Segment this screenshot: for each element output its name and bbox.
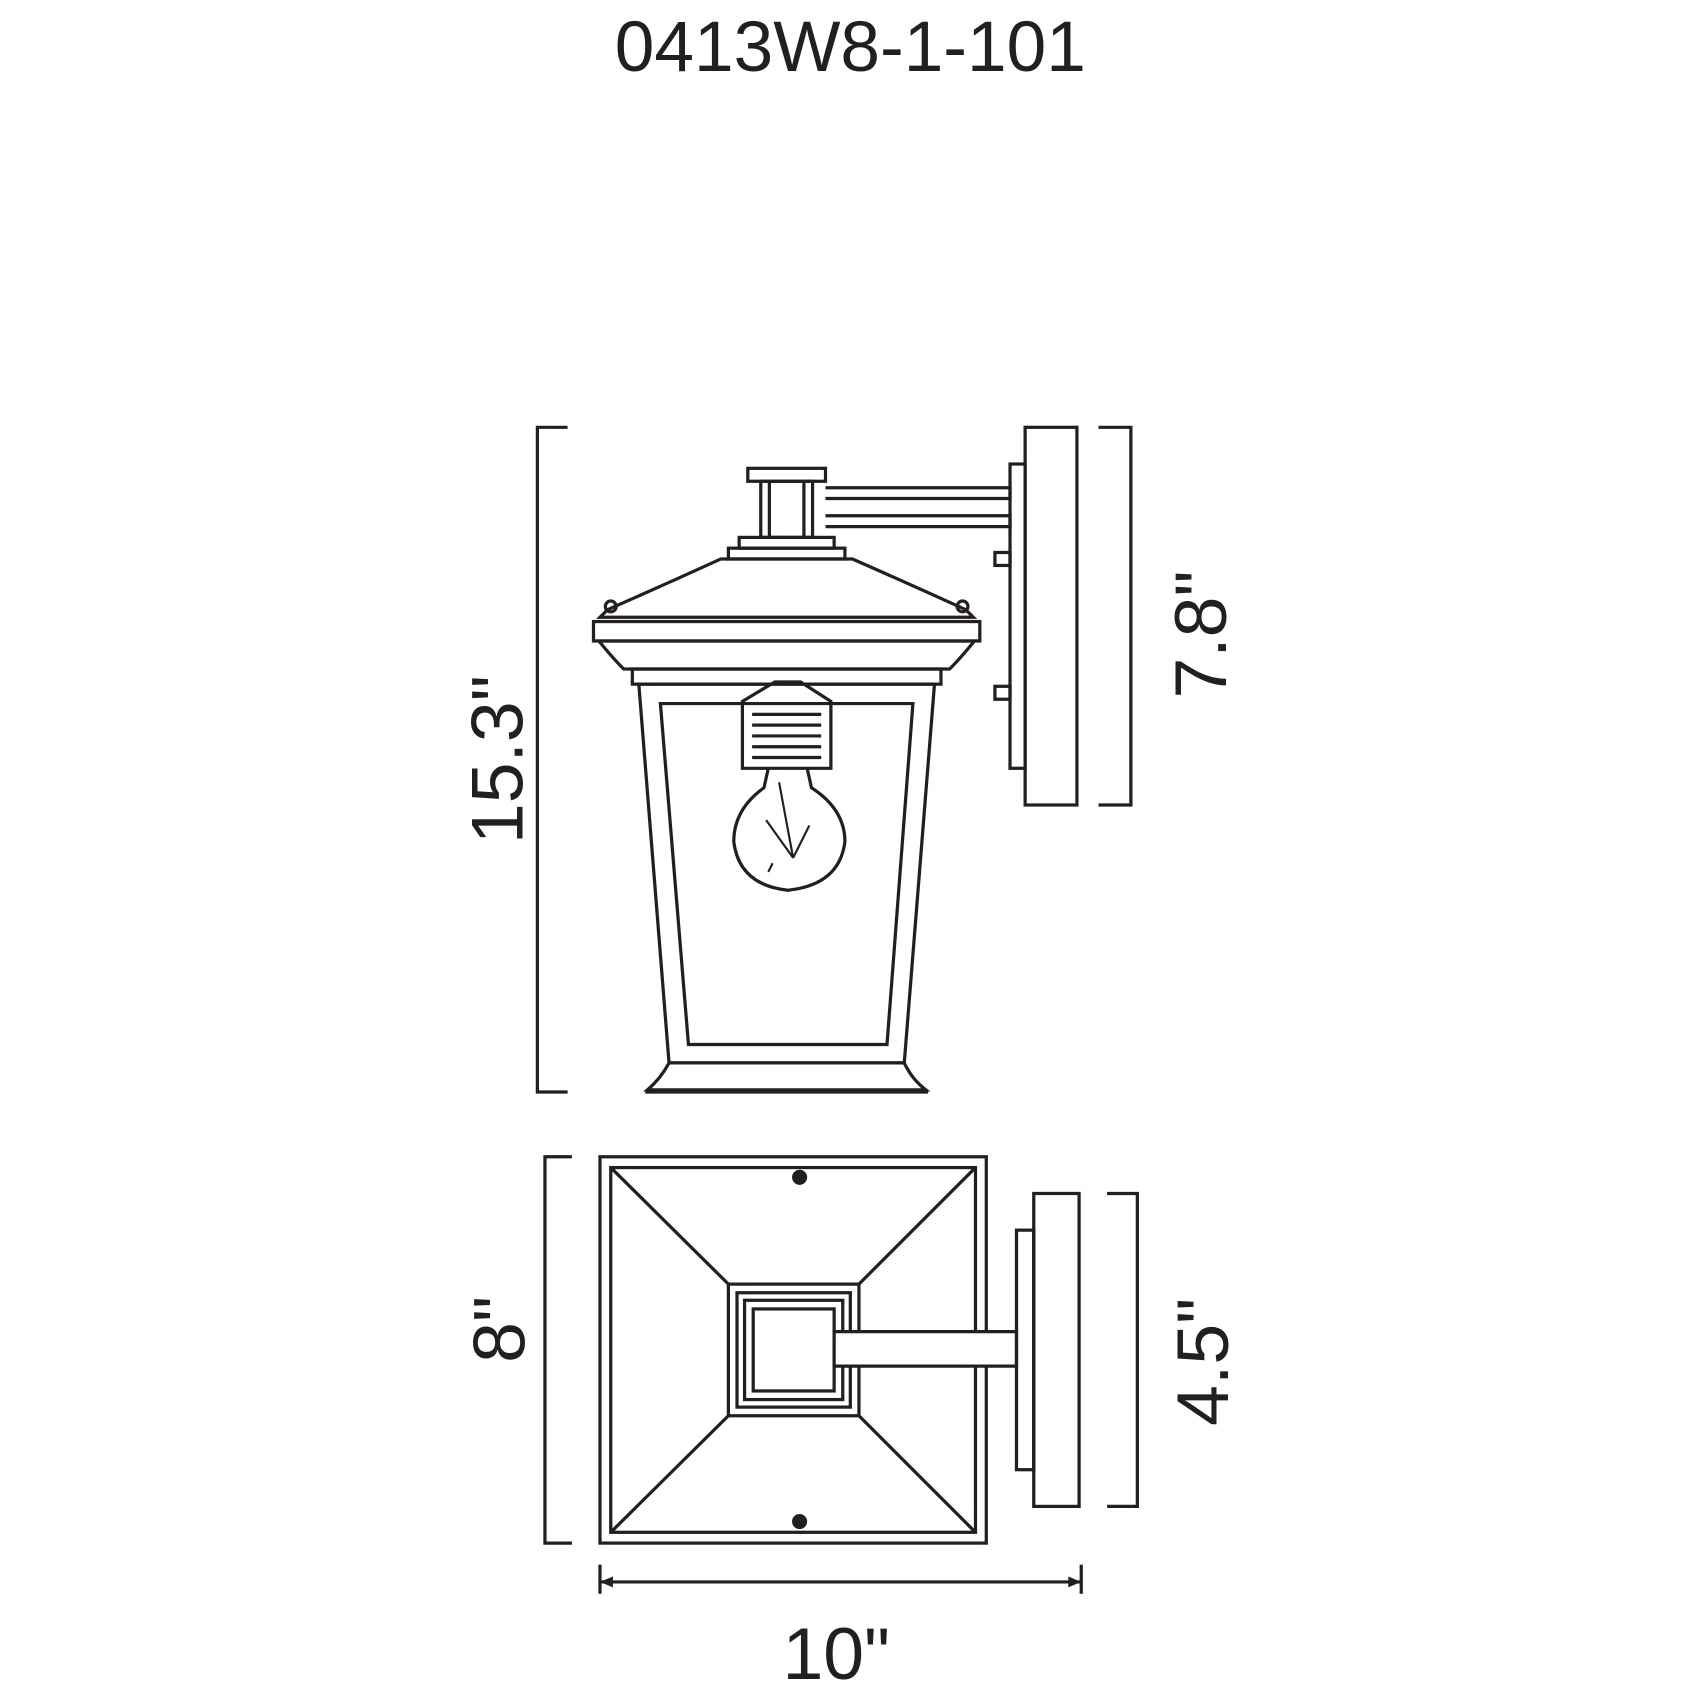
depth-dimension: 8" (458, 1155, 572, 1545)
socket-threads (752, 712, 822, 760)
width-label: 10" (782, 1613, 890, 1692)
backplate-side-view (993, 425, 1079, 807)
lantern-top-view (598, 1155, 1081, 1545)
height-dimension: 15.3" (456, 425, 568, 1094)
model-title: 0413W8-1-101 (615, 8, 1086, 87)
lantern-side-view (591, 466, 1012, 1094)
backplate-height-label: 7.8" (1160, 570, 1242, 698)
backplate-width-label: 4.5" (1162, 1298, 1244, 1426)
depth-label: 8" (458, 1296, 540, 1363)
backplate-width-dimension: 4.5" (1107, 1191, 1244, 1509)
backplate-height-dimension: 7.8" (1098, 425, 1242, 807)
height-label: 15.3" (456, 675, 538, 844)
width-dimension: 10" (598, 1564, 1083, 1692)
